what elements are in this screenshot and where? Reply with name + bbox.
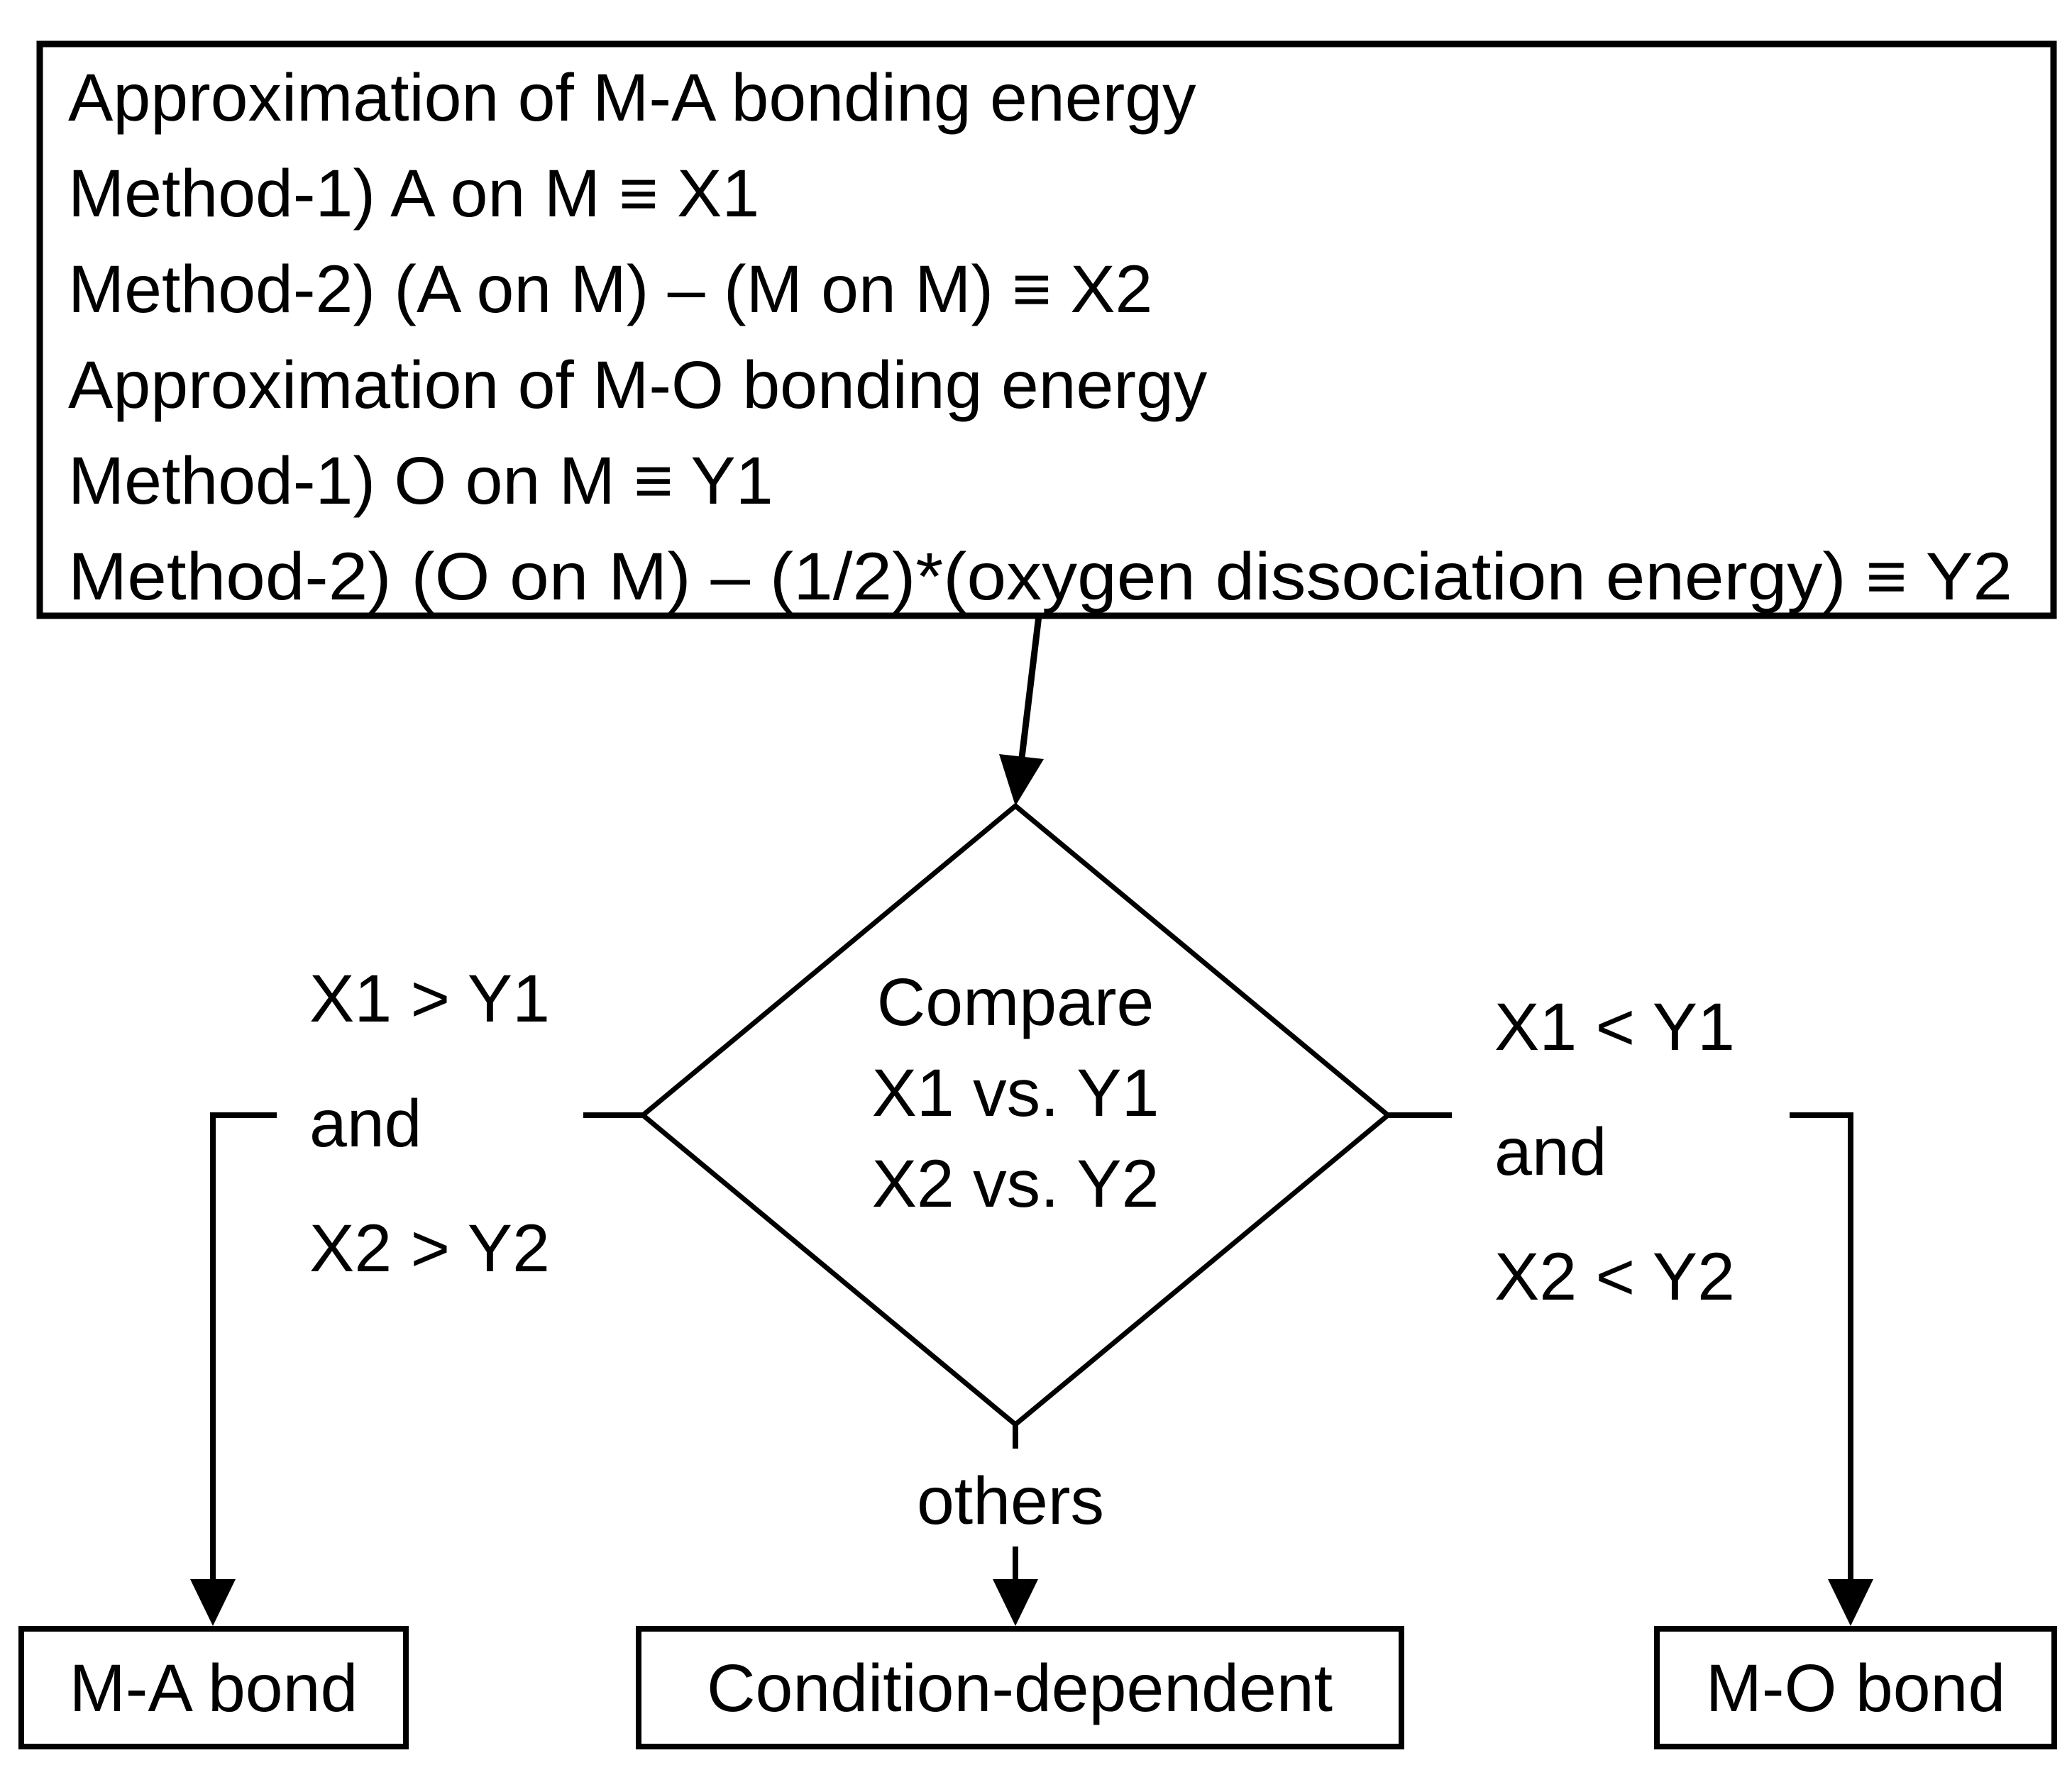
left-branch-condition-line: and bbox=[309, 1086, 422, 1161]
condition-dependent-result-label: Condition-dependent bbox=[707, 1651, 1333, 1726]
top-box-line: Method-1) O on M ≡ Y1 bbox=[68, 443, 773, 519]
arrow-topbox-to-decision-shaft bbox=[1018, 615, 1042, 758]
ma-bond-result-label: M-A bond bbox=[70, 1651, 358, 1726]
others-label: others bbox=[917, 1464, 1104, 1539]
top-box-line: Method-2) (A on M) – (M on M) ≡ X2 bbox=[68, 252, 1152, 327]
left-branch-condition-line: X2 > Y2 bbox=[309, 1211, 550, 1286]
left-branch-elbow-line bbox=[210, 1112, 277, 1582]
right-branch-arrow-head bbox=[1828, 1579, 1873, 1626]
right-branch-condition-line: X2 < Y2 bbox=[1494, 1239, 1735, 1315]
right-branch-condition-line: X1 < Y1 bbox=[1494, 990, 1735, 1065]
arrow-topbox-to-decision-head bbox=[999, 754, 1044, 806]
decision-line: Compare bbox=[877, 965, 1155, 1040]
right-branch-elbow-line bbox=[1790, 1112, 1853, 1582]
top-box-line: Approximation of M-A bonding energy bbox=[68, 60, 1196, 135]
left-branch-condition-line: X1 > Y1 bbox=[309, 961, 550, 1036]
mo-bond-result-label: M-O bond bbox=[1706, 1651, 2005, 1726]
top-box-line: Method-1) A on M ≡ X1 bbox=[68, 156, 759, 231]
top-box-line: Approximation of M-O bonding energy bbox=[68, 348, 1208, 423]
condition-dependent-result-box bbox=[636, 1626, 1404, 1749]
right-branch-condition-line: and bbox=[1494, 1114, 1607, 1190]
ma-bond-result-box bbox=[18, 1626, 409, 1749]
decision-line: X2 vs. Y2 bbox=[872, 1146, 1159, 1222]
decision-line: X1 vs. Y1 bbox=[872, 1056, 1159, 1131]
approximation-methods-box bbox=[36, 40, 2057, 619]
mo-bond-result-box bbox=[1654, 1626, 2057, 1749]
middle-branch-arrow-head bbox=[993, 1579, 1038, 1626]
left-branch-arrow-head bbox=[190, 1579, 236, 1626]
top-box-line: Method-2) (O on M) – (1/2)*(oxygen disso… bbox=[68, 539, 2012, 614]
